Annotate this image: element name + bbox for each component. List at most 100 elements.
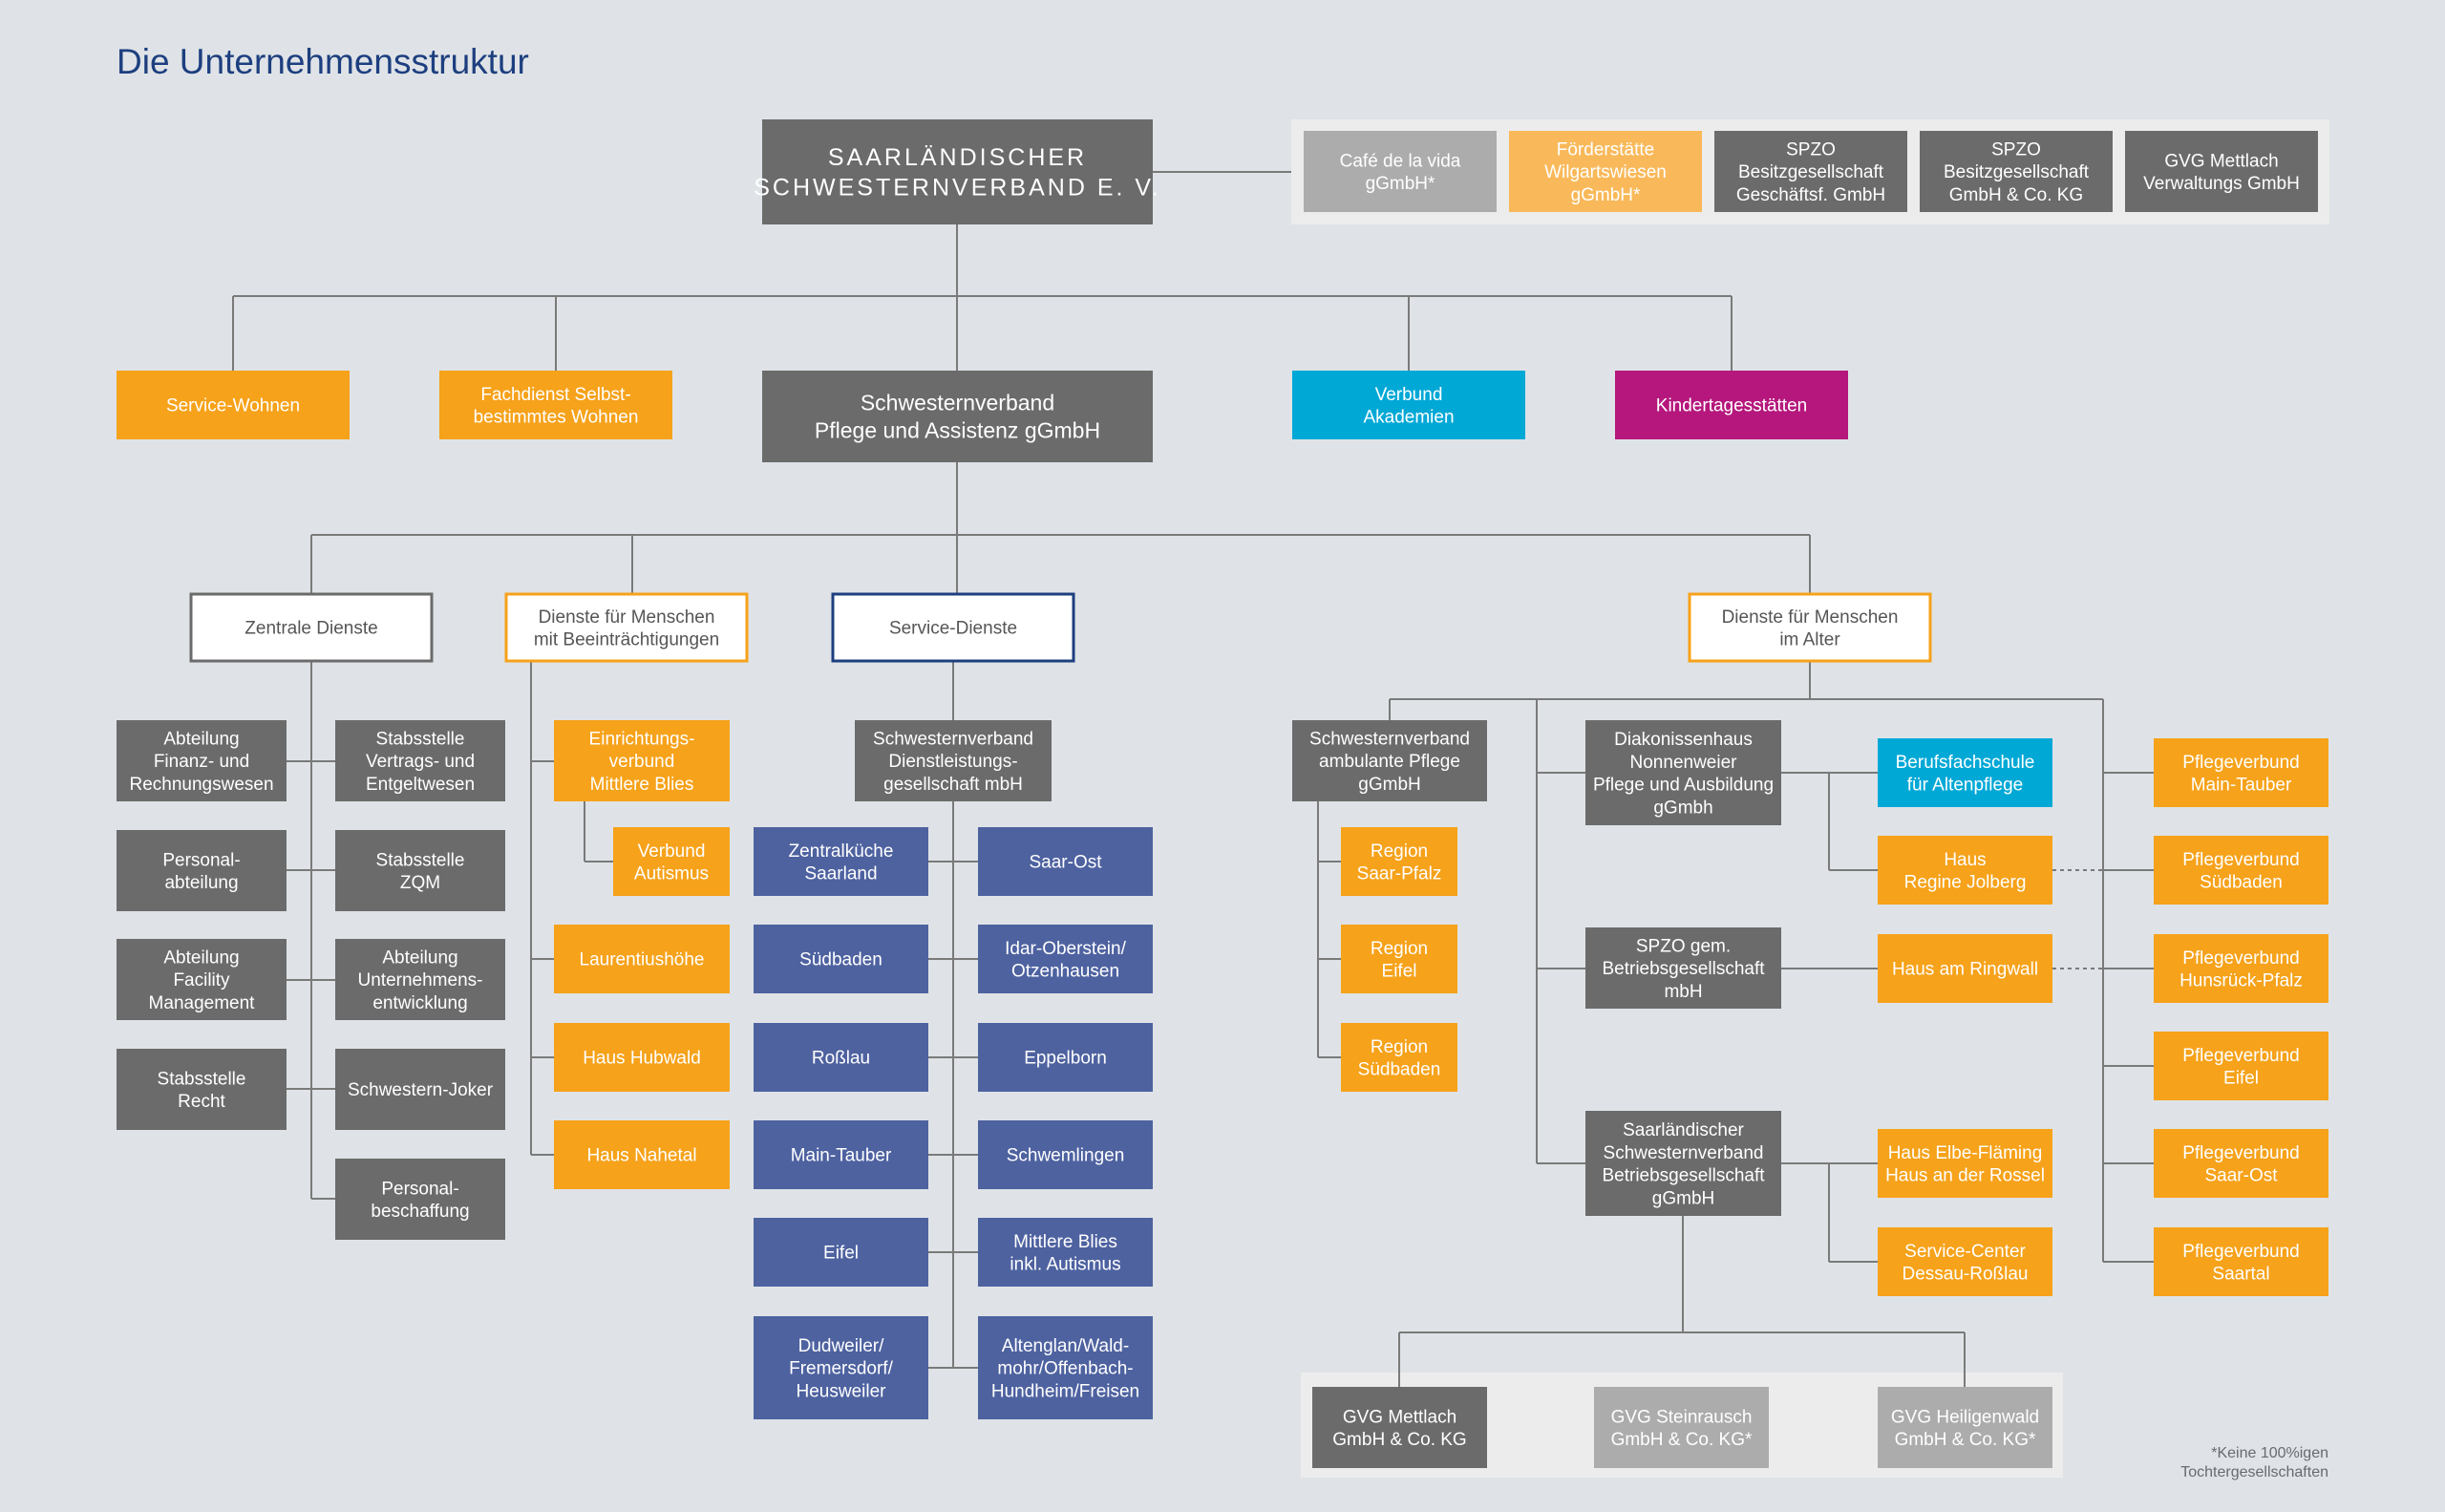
node-box — [762, 119, 1153, 224]
node-ringwall: Haus am Ringwall — [1878, 934, 2052, 1003]
node-box — [554, 720, 730, 801]
node-label: Main-Tauber — [791, 1146, 892, 1166]
node-box — [439, 371, 672, 439]
node-box — [2154, 1227, 2328, 1296]
node-box — [335, 1159, 505, 1240]
node-box — [1594, 1387, 1769, 1468]
node-box — [554, 925, 730, 993]
node-altenglan: Altenglan/Wald-mohr/Offenbach-Hundheim/F… — [978, 1316, 1153, 1419]
node-box — [1714, 131, 1907, 212]
node-box — [117, 371, 350, 439]
node-box — [335, 830, 505, 911]
node-label: Zentrale Dienste — [244, 619, 377, 639]
node-personal: Personal-abteilung — [117, 830, 287, 911]
node-label: Personal-beschaffung — [371, 1179, 469, 1222]
node-box — [978, 925, 1153, 993]
node-box — [1920, 131, 2113, 212]
node-label: Kindertagesstätten — [1656, 396, 1807, 416]
node-box — [2154, 738, 2328, 807]
node-service-dienste: Service-Dienste — [831, 592, 1075, 663]
node-eifel-s: Eifel — [754, 1218, 928, 1287]
node-label: Fachdienst Selbst-bestimmtes Wohnen — [474, 385, 639, 428]
node-box — [117, 1049, 287, 1130]
node-zentrale: Zentrale Dienste — [189, 592, 434, 663]
node-box — [831, 592, 1075, 663]
node-box — [1341, 827, 1457, 896]
node-label: Haus Nahetal — [586, 1146, 696, 1166]
node-box — [189, 592, 434, 663]
node-box — [554, 1023, 730, 1092]
node-joker: Schwestern-Joker — [335, 1049, 505, 1130]
node-box — [1341, 925, 1457, 993]
node-fachdienst: Fachdienst Selbst-bestimmtes Wohnen — [439, 371, 672, 439]
node-box — [2154, 1032, 2328, 1100]
node-box — [1585, 720, 1781, 825]
node-box — [1878, 1387, 2052, 1468]
node-label: Roßlau — [812, 1049, 870, 1069]
node-label: Schwestern-Joker — [348, 1080, 494, 1100]
node-box — [1615, 371, 1848, 439]
node-beschaffung: Personal-beschaffung — [335, 1159, 505, 1240]
node-label: Dudweiler/Fremersdorf/Heusweiler — [789, 1336, 893, 1402]
node-rosslau: Roßlau — [754, 1023, 928, 1092]
node-box — [2154, 836, 2328, 905]
node-box — [978, 1218, 1153, 1287]
node-box — [117, 830, 287, 911]
node-box — [754, 827, 928, 896]
node-eppelborn: Eppelborn — [978, 1023, 1153, 1092]
node-box — [117, 720, 287, 801]
node-schwemlingen: Schwemlingen — [978, 1120, 1153, 1189]
node-label: Haus am Ringwall — [1892, 960, 2038, 980]
node-nahetal: Haus Nahetal — [554, 1120, 730, 1189]
node-box — [1341, 1023, 1457, 1092]
node-box — [1878, 1129, 2052, 1198]
footnote-line-2: Tochtergesellschaften — [2180, 1464, 2328, 1480]
node-box — [613, 827, 730, 896]
node-label: Altenglan/Wald-mohr/Offenbach-Hundheim/F… — [991, 1336, 1139, 1402]
node-box — [2154, 934, 2328, 1003]
node-box — [754, 925, 928, 993]
node-box — [2125, 131, 2318, 212]
